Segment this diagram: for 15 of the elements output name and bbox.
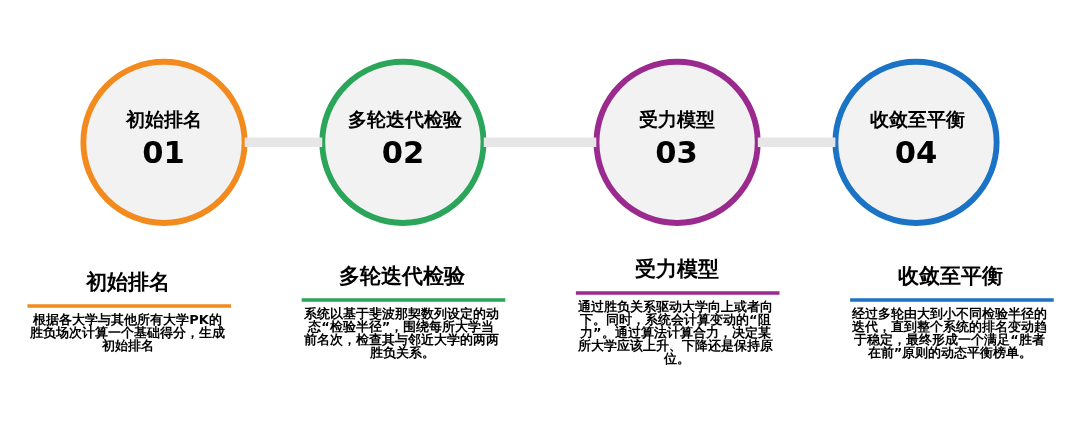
node-label: 经过多轮由大到小不同检验半径的迭代，直到整个系统的排名变动趋于稳定，最终形成一个满足“胜者在前”原则的动态平衡榜单。 <box>852 305 1048 360</box>
node-label: 根据各大学与其他所有大学PK的胜负场次计算一个基础得分，生成初始排名 <box>29 311 225 353</box>
connector <box>757 137 836 147</box>
node-circle: 收敛至平衡 04 <box>832 58 1000 226</box>
connector <box>483 137 597 147</box>
node-circle: 初始排名 01 <box>80 58 248 226</box>
node-label: 收敛至平衡 <box>898 262 1004 288</box>
node-label: 系统以基于斐波那契数列设定的动态“检验半径”，围绕每所大学当前名次，检查其与邻近大学的两两胜负关系。 <box>304 305 500 360</box>
node-label: 初始排名 <box>86 268 171 294</box>
connector <box>244 137 323 147</box>
node-label: 多轮迭代检验 <box>339 262 466 288</box>
node-label: 通过胜负关系驱动大学向上或者向下。同时，系统会计算变动的“阻力”。通过算法计算合力，决定某所大学应该上升、下降还是保持原位。 <box>578 298 774 366</box>
node-circle: 受力模型 03 <box>593 58 761 226</box>
node-circle: 多轮迭代检验 02 <box>319 58 487 226</box>
node-label: 受力模型 <box>634 255 719 281</box>
